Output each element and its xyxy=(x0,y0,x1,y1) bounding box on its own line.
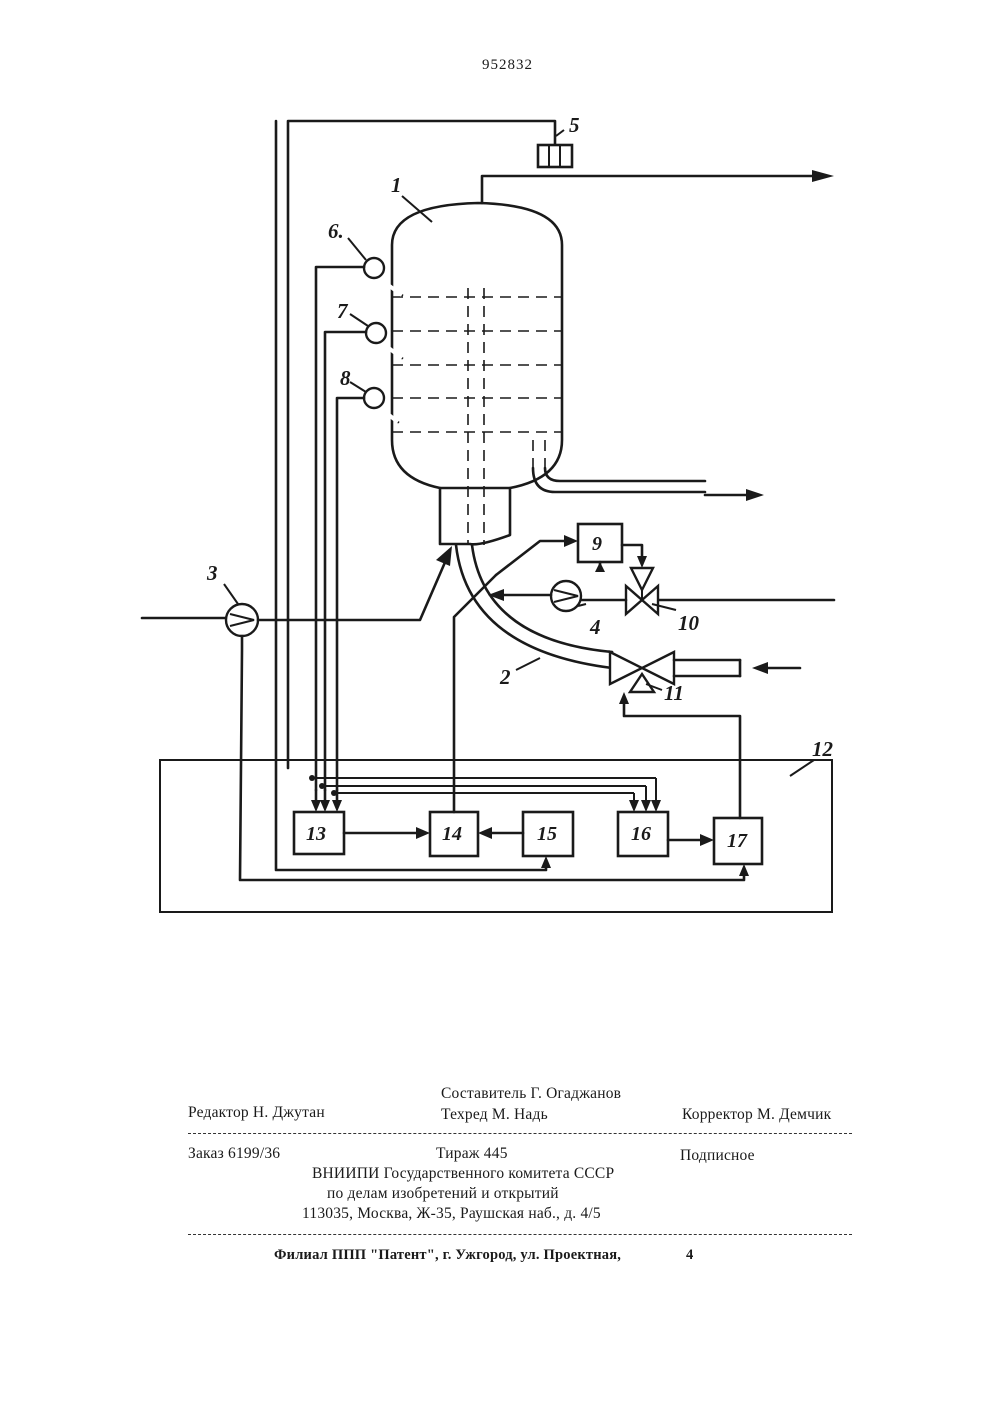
label-block-13: 13 xyxy=(306,823,326,845)
label-control-unit-12: 12 xyxy=(812,737,834,761)
label-block-15: 15 xyxy=(537,823,557,845)
label-reactor: 1 xyxy=(391,173,402,197)
subscription: Подписное xyxy=(680,1147,755,1165)
label-valve-10: 10 xyxy=(678,611,700,635)
level-sensor-6 xyxy=(316,258,402,790)
pump-3 xyxy=(142,546,452,636)
label-bent-pipe: 2 xyxy=(499,665,511,689)
org-line-3: 113035, Москва, Ж-35, Раушская наб., д. … xyxy=(302,1205,601,1223)
label-pump-3: 3 xyxy=(206,561,218,585)
corrector: Корректор М. Демчик xyxy=(682,1106,831,1124)
level-sensor-8 xyxy=(337,388,398,790)
circulation: Тираж 445 xyxy=(436,1145,508,1163)
composer: Составитель Г. Огаджанов xyxy=(441,1085,621,1103)
label-sensor-7: 7 xyxy=(337,299,349,323)
label-sensor-6: 6. xyxy=(328,219,344,243)
divider-bottom xyxy=(188,1234,852,1235)
label-block-17: 17 xyxy=(727,830,748,852)
org-line-2: по делам изобретений и открытий xyxy=(327,1185,559,1203)
valve-10 xyxy=(626,568,658,614)
pump-4 xyxy=(551,581,581,611)
valve-11 xyxy=(610,652,800,692)
order-number: Заказ 6199/36 xyxy=(188,1145,280,1163)
label-pump-4: 4 xyxy=(589,615,601,639)
outlet-arrow-head xyxy=(812,170,834,182)
label-valve-11: 11 xyxy=(664,681,684,705)
label-sensor-8: 8 xyxy=(340,366,351,390)
label-block-16: 16 xyxy=(631,823,651,845)
branch-address: Филиал ППП "Патент", г. Ужгород, ул. Про… xyxy=(274,1247,621,1264)
editor: Редактор Н. Джутан xyxy=(188,1104,325,1122)
label-block-9: 9 xyxy=(592,533,602,555)
label-sensor-5: 5 xyxy=(569,113,580,137)
sensor-5 xyxy=(538,145,572,167)
org-line-1: ВНИИПИ Государственного комитета СССР xyxy=(312,1165,614,1183)
divider-top xyxy=(188,1133,852,1134)
branch-number: 4 xyxy=(686,1247,693,1264)
process-scheme-diagram: 1 2 3 4 5 6. 7 8 9 10 11 12 13 14 15 16 … xyxy=(0,0,1000,1000)
techred: Техред М. Надь xyxy=(441,1106,548,1124)
label-block-14: 14 xyxy=(442,823,462,845)
reactor-vessel xyxy=(392,203,562,545)
